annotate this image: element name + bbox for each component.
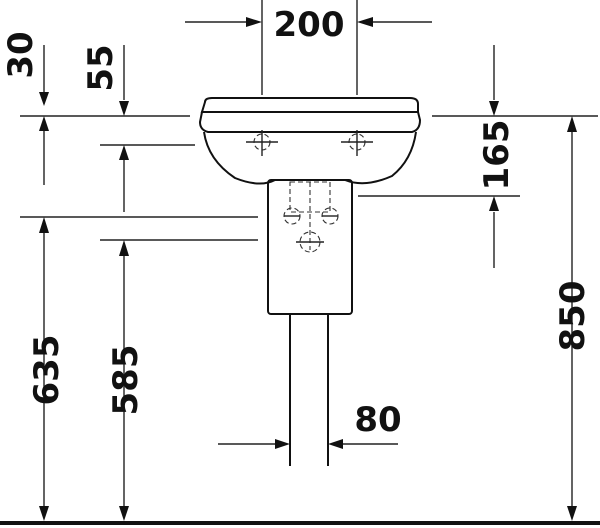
dim-overall-height-label: 850 (553, 281, 593, 352)
dim-supply-height-label: 635 (27, 335, 67, 406)
dim-pedestal-width-label: 80 (354, 400, 401, 440)
dim-waste-height-label: 585 (106, 345, 146, 416)
dim-pedestal-offset-label: 165 (477, 120, 517, 191)
washbasin (198, 97, 422, 185)
pedestal-trap-cover (267, 179, 353, 315)
dim-tap-spacing-label: 200 (274, 5, 345, 45)
dim-waste-offset-label: 55 (81, 44, 121, 91)
dim-overflow-label: 30 (1, 31, 41, 78)
tap-hole-right (341, 130, 373, 156)
tap-hole-left (246, 130, 278, 156)
pedestal-column (289, 314, 329, 466)
